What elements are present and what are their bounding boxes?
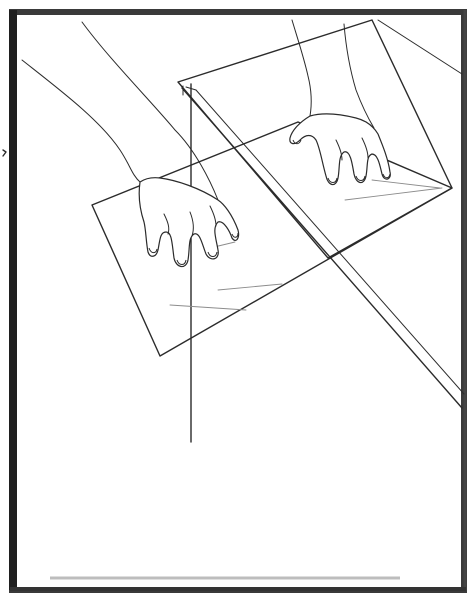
right-hand xyxy=(290,20,390,185)
picture-border xyxy=(10,10,466,590)
background-edge xyxy=(378,20,462,74)
left-hand xyxy=(22,22,239,267)
edge-mark xyxy=(3,150,6,156)
